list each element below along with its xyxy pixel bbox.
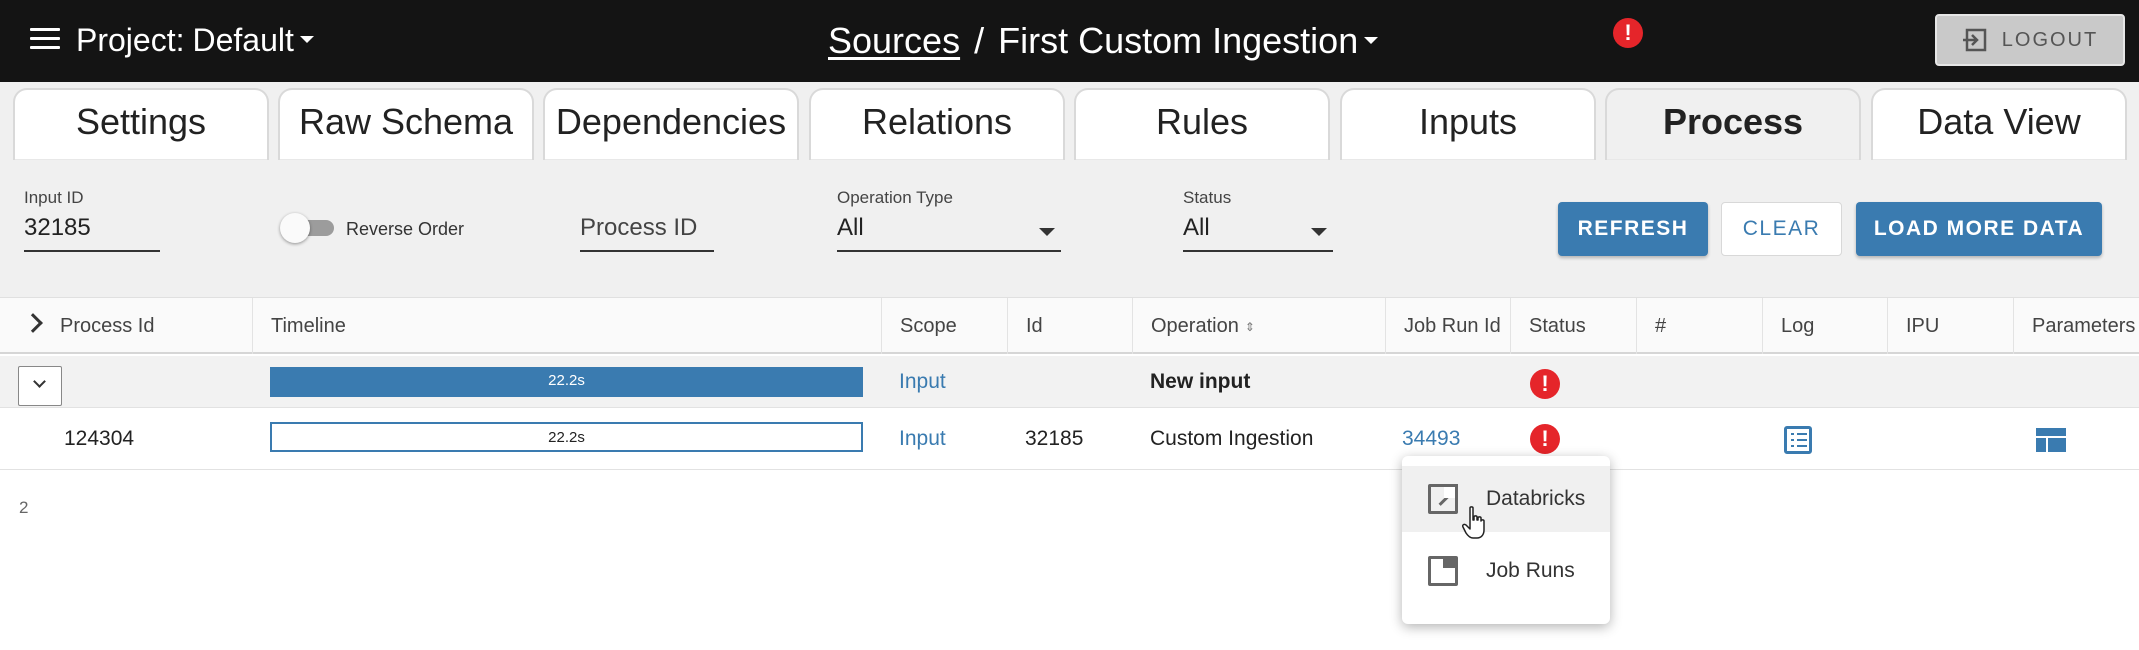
reverse-order-label: Reverse Order (346, 219, 465, 239)
scope-link[interactable]: Input (899, 370, 946, 393)
column-label: Operation (1151, 315, 1239, 337)
hand-pointer-cursor-icon (1462, 506, 1485, 539)
timeline-bar: 22.2s (270, 422, 863, 452)
column-id: Id (1007, 298, 1132, 354)
dropdown-arrow-icon (1311, 228, 1327, 236)
breadcrumb-separator: / (974, 20, 985, 61)
open-in-new-icon (1428, 484, 1458, 514)
parameters-view-icon[interactable] (2036, 428, 2066, 452)
tab-raw-schema[interactable]: Raw Schema (278, 88, 534, 160)
status-label: Status (1183, 188, 1232, 207)
error-status-icon: ! (1530, 369, 1560, 399)
sort-icon[interactable]: ⇕ (1244, 319, 1255, 334)
tab-bar: Settings Raw Schema Dependencies Relatio… (0, 82, 2139, 160)
column-log: Log (1762, 298, 1887, 354)
job-run-menu: Databricks Job Runs (1402, 456, 1610, 624)
tab-settings[interactable]: Settings (13, 88, 269, 160)
tab-rules[interactable]: Rules (1074, 88, 1330, 160)
collapse-group-button[interactable] (18, 366, 62, 406)
column-process-id[interactable]: Process Id (0, 298, 252, 354)
timeline-bar: 22.2s (270, 367, 863, 397)
column-timeline: Timeline (252, 298, 881, 354)
column-ipu: IPU (1887, 298, 2013, 354)
tab-dependencies[interactable]: Dependencies (543, 88, 799, 160)
filter-bar: Input ID 32185 Reverse Order Process ID … (0, 160, 2139, 298)
id-value: 32185 (1025, 427, 1084, 450)
menu-item-job-runs[interactable]: Job Runs (1402, 538, 1610, 604)
breadcrumb-sources-link[interactable]: Sources (828, 20, 961, 61)
top-app-bar: Project:Default Sources / First Custom Ing… (0, 0, 2139, 82)
refresh-button[interactable]: REFRESH (1558, 202, 1708, 256)
scope-link[interactable]: Input (899, 427, 946, 450)
clear-button[interactable]: CLEAR (1721, 202, 1842, 256)
process-id-input[interactable]: Process ID (580, 214, 714, 252)
tab-inputs[interactable]: Inputs (1340, 88, 1596, 160)
chevron-down-icon (33, 375, 46, 388)
reverse-order-toggle[interactable] (280, 213, 338, 243)
menu-item-label: Databricks (1486, 487, 1586, 510)
logout-button[interactable]: LOGOUT (1935, 14, 2125, 66)
menu-item-databricks[interactable]: Databricks (1402, 466, 1610, 532)
column-parameters: Parameters (2013, 298, 2139, 354)
caret-down-icon (299, 36, 314, 44)
project-value: Default (192, 22, 294, 58)
load-more-data-button[interactable]: LOAD MORE DATA (1856, 202, 2102, 256)
column-count: # (1636, 298, 1762, 354)
logout-label: LOGOUT (2001, 28, 2099, 51)
process-id-value: 124304 (64, 427, 135, 450)
tab-data-view[interactable]: Data View (1871, 88, 2127, 160)
status-select[interactable]: Status All (1183, 188, 1333, 252)
expand-all-chevron-icon[interactable] (23, 313, 43, 333)
menu-item-label: Job Runs (1486, 559, 1575, 582)
operation-type-label: Operation Type (837, 188, 953, 207)
input-id-field[interactable]: Input ID 32185 (24, 188, 160, 252)
column-label: Process Id (60, 315, 155, 337)
breadcrumb-current-source[interactable]: First Custom Ingestion (998, 20, 1359, 61)
operation-name: Custom Ingestion (1150, 427, 1314, 450)
error-status-icon: ! (1530, 424, 1560, 454)
tab-relations[interactable]: Relations (809, 88, 1065, 160)
input-id-value[interactable]: 32185 (24, 214, 160, 252)
log-list-icon[interactable] (1784, 426, 1812, 454)
operation-name: New input (1150, 370, 1251, 393)
project-label: Project: (76, 22, 185, 58)
column-scope: Scope (881, 298, 1007, 354)
row-count: 2 (19, 498, 29, 517)
column-job-run-id: Job Run Id (1385, 298, 1510, 354)
dropdown-arrow-icon (1039, 228, 1055, 236)
table-header: Process Id Timeline Scope Id Operation⇕ … (0, 298, 2139, 354)
column-status: Status (1510, 298, 1636, 354)
tab-process[interactable]: Process (1605, 88, 1861, 160)
logout-icon (1962, 28, 1987, 52)
job-run-id-link[interactable]: 34493 (1402, 427, 1461, 450)
operation-type-value: All (837, 214, 864, 241)
column-operation[interactable]: Operation ⇕ (1132, 298, 1385, 354)
breadcrumb: Sources / First Custom Ingestion (828, 20, 1379, 62)
table-row: 124304 22.2s Input 32185 Custom Ingestio… (0, 408, 2139, 470)
input-id-label: Input ID (24, 188, 84, 207)
caret-down-icon[interactable] (1364, 36, 1379, 44)
hamburger-menu-icon[interactable] (30, 28, 60, 52)
status-value: All (1183, 214, 1210, 241)
process-id-field[interactable]: Process ID (580, 188, 714, 252)
window-icon (1428, 556, 1458, 586)
operation-type-select[interactable]: Operation Type All (837, 188, 1061, 252)
project-selector[interactable]: Project:Default (76, 20, 314, 60)
error-alert-icon[interactable]: ! (1613, 18, 1643, 48)
table-group-row: 22.2s Input New input ! (0, 356, 2139, 408)
